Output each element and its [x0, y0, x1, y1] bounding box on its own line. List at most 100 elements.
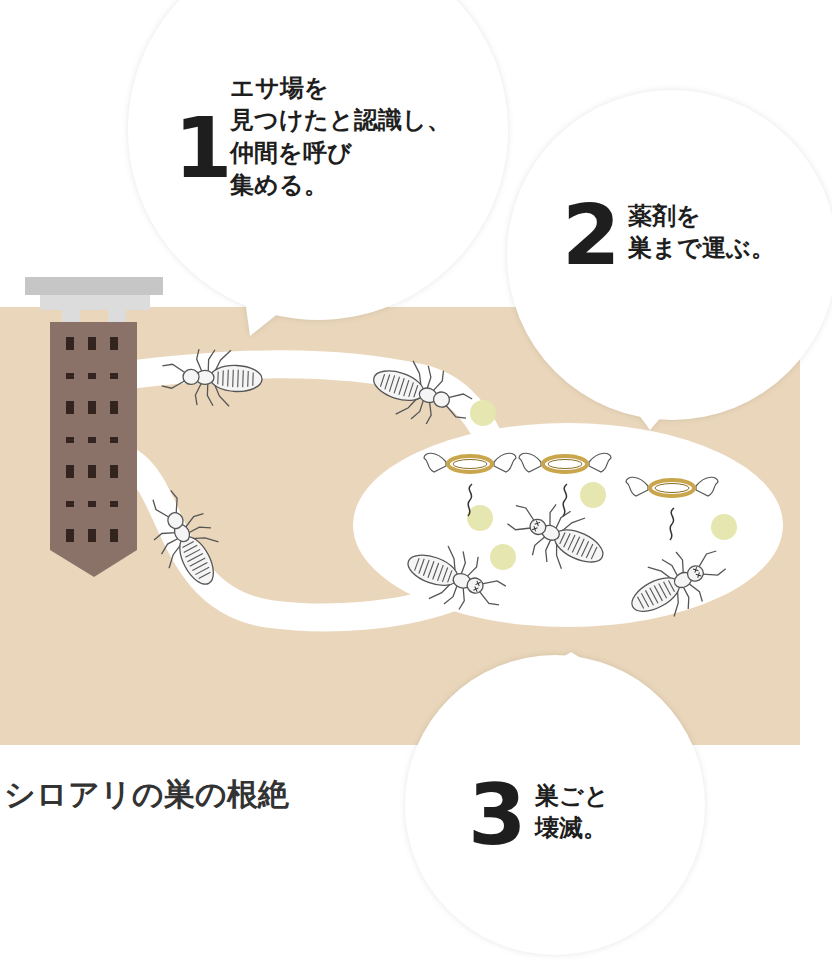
speech-bubble: 2薬剤を 巣まで運ぶ。: [507, 90, 832, 420]
bubble-circle: [507, 90, 832, 420]
termite-leg: [196, 349, 203, 372]
wing: [589, 453, 611, 472]
termite-leg: [182, 512, 205, 528]
tunnel: [120, 364, 490, 440]
window: [110, 401, 118, 414]
termite-abdomen: [370, 365, 427, 406]
termite-abdomen: [404, 549, 462, 591]
termite-stripe: [669, 581, 675, 592]
step-text: 薬剤を 巣まで運ぶ。: [628, 200, 775, 265]
termite-stripe: [217, 372, 219, 385]
diagram-title: シロアリの巣の根絶: [4, 776, 289, 813]
termite-antenna: [165, 489, 183, 513]
window: [66, 529, 74, 542]
wing: [494, 453, 516, 472]
pile-cap: [25, 277, 163, 295]
window: [88, 373, 96, 379]
termite-leg: [455, 551, 469, 575]
termite-stripe: [252, 372, 254, 385]
halo: [626, 477, 718, 540]
halo-ring-inner: [655, 484, 689, 493]
speech-bubble: 1エサ場を 見つけたと認識し、 仲間を呼び 集める。: [128, 0, 508, 320]
bubble-tail: [245, 300, 295, 336]
termite-stripe: [404, 380, 409, 396]
termite-antenna: [477, 591, 501, 606]
bait-drop: [580, 482, 606, 508]
pile-cap: [62, 310, 80, 322]
speech-bubble: 3巣ごと 壊滅。: [405, 655, 705, 955]
wing: [424, 453, 446, 472]
window: [88, 437, 96, 443]
termite-head: [432, 390, 452, 409]
bait-drop: [467, 505, 493, 531]
bubble-circle: [128, 0, 508, 320]
window: [88, 501, 96, 507]
termite-leg: [433, 370, 446, 394]
termite-leg: [444, 582, 458, 606]
termite-stripe: [419, 559, 424, 574]
termite-stripe: [423, 560, 429, 576]
termite-stripe: [437, 565, 443, 581]
termite-leg: [688, 580, 704, 603]
pile-cap: [108, 310, 126, 322]
termite-stripe: [242, 370, 244, 387]
pile-cap: [40, 295, 150, 310]
termite-leg: [545, 504, 560, 527]
pile: [50, 322, 137, 577]
termite: [620, 535, 735, 631]
wing: [626, 477, 648, 496]
termite-stripe: [199, 572, 211, 578]
termite-stripe: [433, 563, 439, 579]
wing: [519, 453, 541, 472]
termite-leg: [555, 509, 570, 532]
termite-dead-eye: [535, 521, 540, 526]
bubble-circle: [405, 655, 705, 955]
bait-drop: [470, 400, 496, 426]
termite-stripe: [664, 582, 671, 595]
termite-antenna: [695, 549, 719, 567]
termite-antenna: [448, 390, 472, 405]
window: [88, 337, 96, 350]
pile-windows: [66, 337, 118, 542]
termite-leg: [153, 527, 176, 543]
termite-antenna: [162, 364, 185, 373]
termite-stripe: [380, 374, 384, 387]
termite-leg: [188, 522, 211, 538]
termite-antenna: [507, 518, 531, 535]
termite-antenna: [151, 497, 169, 521]
termite-antenna: [703, 563, 727, 581]
termite: [500, 489, 614, 582]
step-text: エサ場を 見つけたと認識し、 仲間を呼び 集める。: [230, 72, 451, 202]
soul: [468, 484, 472, 516]
termite-stripe: [591, 547, 597, 559]
termite-dead-eye: [696, 572, 701, 577]
termite-leg: [531, 534, 546, 557]
window: [88, 401, 96, 414]
callout-number: 3: [468, 773, 526, 857]
termite-antenna: [482, 576, 506, 591]
termite-stripe: [232, 370, 234, 387]
termite-head: [465, 576, 485, 596]
termite: [161, 348, 263, 407]
termite-leg: [677, 586, 693, 609]
window: [88, 465, 96, 478]
termite-stripe: [183, 541, 194, 547]
termite-stripe: [448, 570, 452, 582]
termite-leg: [195, 382, 202, 405]
termite-stripe: [399, 378, 404, 395]
termite-antenna: [443, 405, 467, 420]
step-text: 巣ごと 壊滅。: [535, 780, 609, 845]
termite-leg: [208, 350, 215, 373]
termite-leg: [455, 587, 469, 611]
window: [66, 373, 74, 379]
termite: [365, 351, 477, 435]
termite-stripe: [409, 382, 414, 396]
termite-antenna: [513, 504, 537, 521]
window: [110, 465, 118, 478]
termite-leg: [422, 401, 435, 425]
halo-ring: [543, 456, 587, 472]
termite-abdomen: [210, 365, 263, 393]
termite-dead-eye: [532, 526, 537, 531]
termite: [399, 535, 512, 622]
soul: [670, 508, 674, 540]
